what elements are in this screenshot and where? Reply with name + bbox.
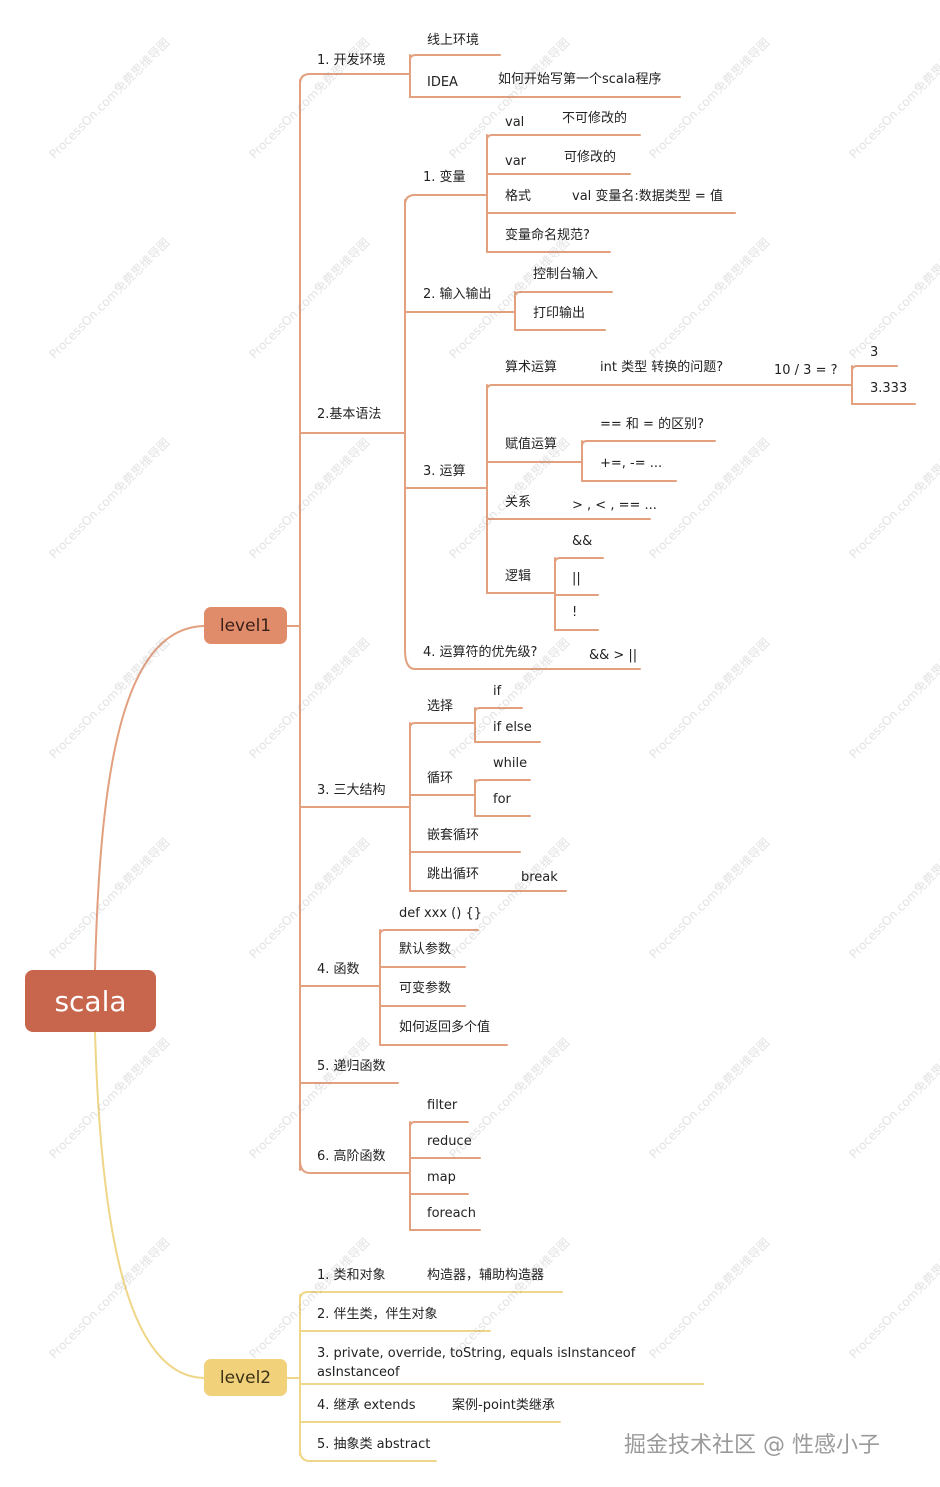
node-priority[interactable]: 4. 运算符的优先级? xyxy=(423,645,538,660)
node-and[interactable]: && xyxy=(572,534,593,549)
node-not[interactable]: ! xyxy=(572,605,578,620)
node-while[interactable]: while xyxy=(493,756,528,771)
node-io[interactable]: 2. 输入输出 xyxy=(423,287,492,302)
node-functions[interactable]: 4. 函数 xyxy=(317,962,360,977)
node-def[interactable]: def xxx () {} xyxy=(399,906,482,921)
node-default-params[interactable]: 默认参数 xyxy=(399,942,452,957)
node-dev-env[interactable]: 1. 开发环境 xyxy=(317,53,386,68)
node-recursion[interactable]: 5. 递归函数 xyxy=(317,1059,386,1074)
node-methods-line1[interactable]: 3. private, override, toString, equals i… xyxy=(317,1346,636,1361)
node-compound[interactable]: +=, -= ... xyxy=(600,456,663,471)
node-map[interactable]: map xyxy=(427,1170,456,1185)
node-inherit-case[interactable]: 案例-point类继承 xyxy=(452,1398,555,1413)
node-ops[interactable]: 3. 运算 xyxy=(423,464,466,479)
node-first-program[interactable]: 如何开始写第一个scala程序 xyxy=(498,72,662,87)
node-print-output[interactable]: 打印输出 xyxy=(533,306,586,321)
node-assign[interactable]: 赋值运算 xyxy=(505,437,558,452)
node-structures[interactable]: 3. 三大结构 xyxy=(317,783,386,798)
node-loop[interactable]: 循环 xyxy=(427,771,454,786)
level2-node[interactable]: level2 xyxy=(204,1359,287,1396)
node-break-loop[interactable]: 跳出循环 xyxy=(427,867,480,882)
node-int-issue[interactable]: int 类型 转换的问题? xyxy=(600,360,724,375)
node-methods-line2[interactable]: asInstanceof xyxy=(317,1365,400,1380)
node-naming[interactable]: 变量命名规范? xyxy=(505,228,590,243)
node-val-desc[interactable]: 不可修改的 xyxy=(562,111,628,126)
node-varargs[interactable]: 可变参数 xyxy=(399,981,452,996)
node-for[interactable]: for xyxy=(493,792,511,807)
node-arith[interactable]: 算术运算 xyxy=(505,360,558,375)
node-or[interactable]: || xyxy=(572,571,581,586)
node-choose[interactable]: 选择 xyxy=(427,699,454,714)
node-break[interactable]: break xyxy=(521,870,558,885)
node-filter[interactable]: filter xyxy=(427,1098,458,1113)
node-relation[interactable]: 关系 xyxy=(505,495,532,510)
node-constructors[interactable]: 构造器，辅助构造器 xyxy=(427,1268,545,1283)
node-variables[interactable]: 1. 变量 xyxy=(423,170,466,185)
node-relation-ops[interactable]: > , < , == ... xyxy=(572,498,657,513)
node-if[interactable]: if xyxy=(493,684,502,699)
node-higher-order[interactable]: 6. 高阶函数 xyxy=(317,1149,386,1164)
node-priority-value[interactable]: && > || xyxy=(589,648,638,663)
node-var[interactable]: var xyxy=(505,154,527,169)
node-console-input[interactable]: 控制台输入 xyxy=(533,267,599,282)
connector-root-level1 xyxy=(94,625,205,971)
node-val[interactable]: val xyxy=(505,115,525,130)
node-ans-3[interactable]: 3 xyxy=(870,345,879,360)
node-abstract[interactable]: 5. 抽象类 abstract xyxy=(317,1437,431,1452)
node-idea[interactable]: IDEA xyxy=(427,75,458,90)
node-foreach[interactable]: foreach xyxy=(427,1206,476,1221)
node-companion[interactable]: 2. 伴生类，伴生对象 xyxy=(317,1307,438,1322)
node-logic[interactable]: 逻辑 xyxy=(505,569,532,584)
root-node[interactable]: scala xyxy=(25,970,156,1032)
node-multi-return[interactable]: 如何返回多个值 xyxy=(399,1020,491,1035)
node-nested-loop[interactable]: 嵌套循环 xyxy=(427,828,480,843)
node-ans-3333[interactable]: 3.333 xyxy=(870,381,908,396)
node-eq-diff[interactable]: == 和 = 的区别? xyxy=(600,417,704,432)
node-var-desc[interactable]: 可修改的 xyxy=(564,150,617,165)
node-format[interactable]: 格式 xyxy=(505,189,532,204)
node-online-env[interactable]: 线上环境 xyxy=(427,33,480,48)
level1-node[interactable]: level1 xyxy=(204,607,287,644)
node-div-question[interactable]: 10 / 3 = ? xyxy=(774,363,838,378)
node-inherit[interactable]: 4. 继承 extends xyxy=(317,1398,416,1413)
node-if-else[interactable]: if else xyxy=(493,720,532,735)
node-reduce[interactable]: reduce xyxy=(427,1134,472,1149)
node-basic-syntax[interactable]: 2.基本语法 xyxy=(317,407,382,422)
node-class-object[interactable]: 1. 类和对象 xyxy=(317,1268,386,1283)
footer-credit: 掘金技术社区 @ 性感小子 xyxy=(624,1433,880,1458)
node-format-desc[interactable]: val 变量名:数据类型 = 值 xyxy=(572,189,723,204)
connector-root-level2 xyxy=(94,1031,205,1379)
